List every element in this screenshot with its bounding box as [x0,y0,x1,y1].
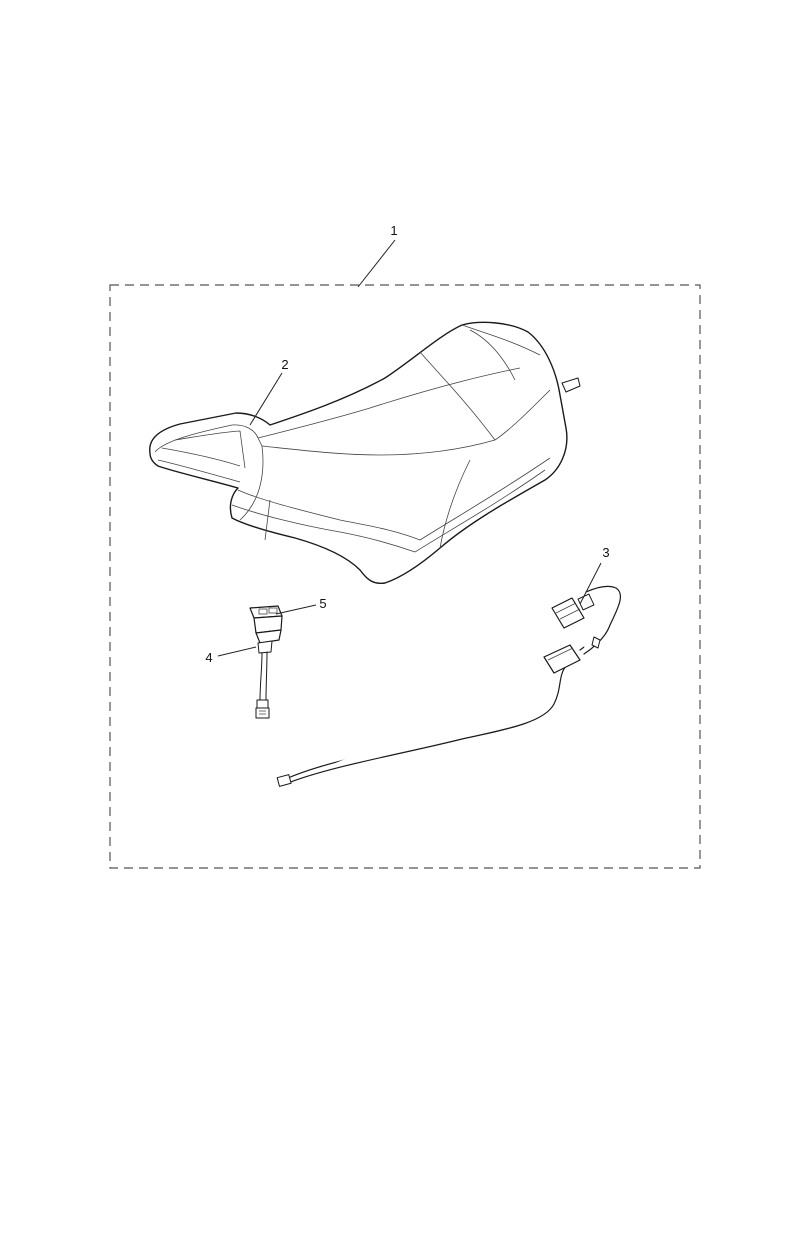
harness-part [276,585,621,787]
callout-2: 2 [281,357,288,372]
leader-line-4 [217,646,257,657]
switch-part [249,605,283,654]
seat-part [149,321,581,585]
leader-line-2 [249,372,283,426]
switch-lead-part [255,651,270,719]
callout-4: 4 [205,650,212,665]
leader-line-3 [579,562,602,605]
leader-line-1 [357,239,396,288]
leader-line-5 [275,604,317,615]
callout-5: 5 [319,596,326,611]
callout-1: 1 [390,223,397,238]
callout-3: 3 [602,545,609,560]
